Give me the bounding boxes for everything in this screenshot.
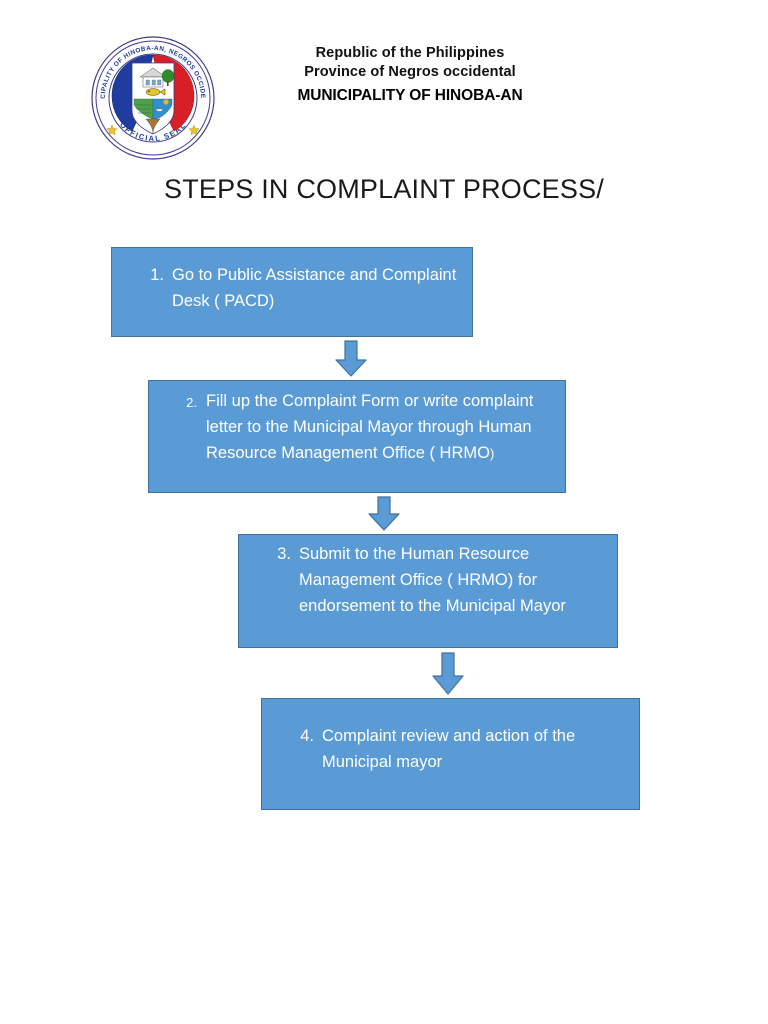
down-arrow-icon xyxy=(368,496,400,531)
arrow-step2-to-step3 xyxy=(367,496,401,532)
letterhead-text-block: Republic of the Philippines Province of … xyxy=(265,44,555,106)
letterhead: MUNICIPALITY OF HINOBA-AN, NEGROS OCCIDE… xyxy=(0,0,768,175)
flow-step-3-box: 3. Submit to the Human Resource Manageme… xyxy=(238,534,618,648)
flow-step-2-text-main: Fill up the Complaint Form or write comp… xyxy=(206,392,534,462)
flow-step-3-content: 3. Submit to the Human Resource Manageme… xyxy=(269,542,607,619)
flow-step-2-text: Fill up the Complaint Form or write comp… xyxy=(206,389,555,466)
municipality-seal-logo: MUNICIPALITY OF HINOBA-AN, NEGROS OCCIDE… xyxy=(88,33,218,163)
flow-step-2-content: 2. Fill up the Complaint Form or write c… xyxy=(177,389,555,466)
flow-step-1-content: 1. Go to Public Assistance and Complaint… xyxy=(142,263,460,315)
page-title: STEPS IN COMPLAINT PROCESS/ xyxy=(164,174,604,204)
flow-step-3-number: 3. xyxy=(277,545,291,563)
flow-step-4-text: Complaint review and action of the Munic… xyxy=(322,727,576,771)
letterhead-line-province: Province of Negros occidental xyxy=(304,63,516,80)
letterhead-line-municipality: MUNICIPALITY OF HINOBA-AN xyxy=(297,86,523,104)
letterhead-line-republic: Republic of the Philippines xyxy=(315,45,505,61)
flow-step-4-box: 4. Complaint review and action of the Mu… xyxy=(261,698,640,810)
flow-step-1-text: Go to Public Assistance and Complaint De… xyxy=(172,266,457,310)
flow-step-4-number: 4. xyxy=(300,727,314,745)
flow-step-2-text-tail: ) xyxy=(489,445,495,461)
flow-step-2-number: 2. xyxy=(186,395,197,410)
flow-step-4-content: 4. Complaint review and action of the Mu… xyxy=(292,724,629,776)
down-arrow-icon xyxy=(335,340,367,377)
municipality-seal-icon: MUNICIPALITY OF HINOBA-AN, NEGROS OCCIDE… xyxy=(88,33,215,160)
arrow-step1-to-step2 xyxy=(334,340,368,378)
flow-step-1-number: 1. xyxy=(150,266,164,284)
arrow-step3-to-step4 xyxy=(431,652,465,696)
flow-step-2-box: 2. Fill up the Complaint Form or write c… xyxy=(148,380,566,493)
flow-step-3-text: Submit to the Human Resource Management … xyxy=(299,545,566,615)
flow-step-1-box: 1. Go to Public Assistance and Complaint… xyxy=(111,247,473,337)
down-arrow-icon xyxy=(432,652,464,695)
